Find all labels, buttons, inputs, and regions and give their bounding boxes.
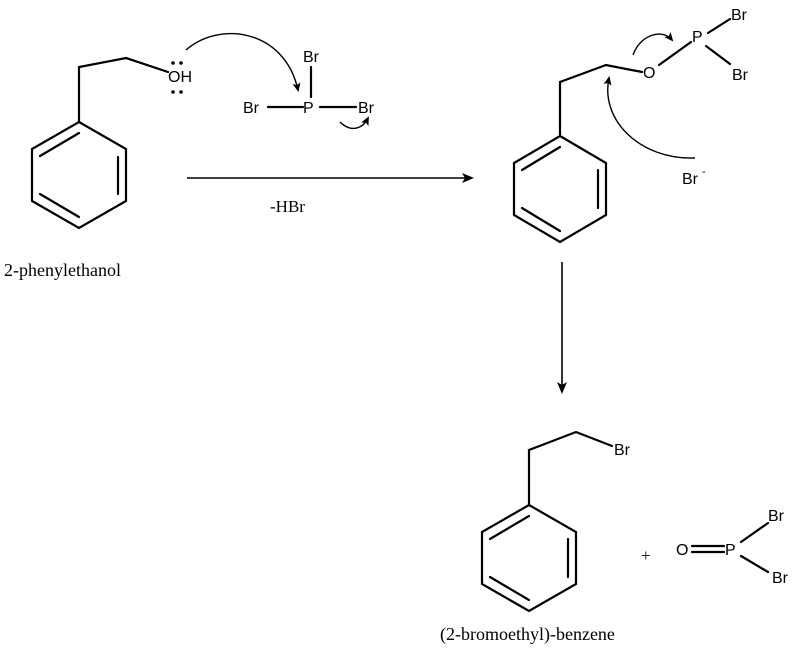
curly-arrow-bromide-attack — [603, 76, 696, 159]
benzene-ring-2 — [512, 134, 608, 244]
phosphite-intermediate-structure: O P Br Br — [512, 7, 749, 244]
ring-double-bond-2c — [520, 206, 562, 233]
p-br-bond-upper — [706, 17, 732, 35]
reagent-label: -HBr — [270, 197, 305, 216]
bromine-label: Br — [731, 7, 748, 24]
ethyl-chain-3 — [527, 430, 614, 507]
ring-double-bond-2a — [520, 145, 562, 172]
bromide-ion-label: Br — [682, 171, 699, 188]
curly-arrow-bond-to-br — [339, 116, 369, 129]
ring-double-bond-3a — [488, 514, 531, 541]
bromine-label: Br — [732, 67, 749, 84]
lone-pair-dot — [179, 90, 183, 94]
phenylethanol-structure: OH 2-phenylethanol — [4, 56, 192, 280]
phosphorus-label: P — [303, 100, 314, 117]
bromine-label: Br — [303, 49, 320, 66]
bromine-label: Br — [768, 508, 785, 525]
p-br-bond-lower — [704, 44, 732, 66]
bromine-label: Br — [614, 442, 631, 459]
phosphorus-tribromide: P Br Br Br — [243, 49, 375, 117]
curly-arrow-o-to-p — [185, 32, 301, 92]
oxygen-label: O — [643, 65, 655, 82]
bromine-label: Br — [772, 570, 789, 587]
bromoethylbenzene-structure: Br (2-bromoethyl)-benzene — [440, 430, 631, 645]
curly-arrow-o-to-p-bond — [632, 32, 674, 56]
bromide-charge: - — [702, 166, 706, 178]
ring-double-bond-1a — [38, 131, 81, 158]
phosphorus-label: P — [725, 542, 736, 559]
product-name: (2-bromoethyl)-benzene — [440, 624, 615, 645]
ring-double-bond-1c — [38, 192, 81, 219]
o-p-bond — [657, 40, 693, 67]
phosphorus-oxybromide-structure: O P Br Br — [676, 508, 789, 587]
bromine-label: Br — [358, 100, 375, 117]
p-br-bond-lower — [739, 554, 770, 574]
benzene-ring-3 — [480, 503, 578, 613]
benzene-ring-1 — [30, 120, 128, 230]
plus-sign: + — [641, 546, 651, 565]
lone-pair-dot — [171, 90, 175, 94]
ethyl-chain-2 — [558, 63, 644, 138]
hydroxyl-label: OH — [168, 69, 192, 86]
lone-pair-dot — [179, 61, 183, 65]
ring-double-bond-3c — [488, 575, 531, 602]
ethyl-chain-1 — [77, 56, 170, 124]
oxygen-label: O — [676, 542, 688, 559]
p-br-bond-upper — [739, 521, 770, 544]
reactant-name: 2-phenylethanol — [4, 260, 121, 280]
lone-pair-dot — [171, 61, 175, 65]
bromine-label: Br — [243, 100, 260, 117]
phosphorus-label: P — [692, 29, 703, 46]
